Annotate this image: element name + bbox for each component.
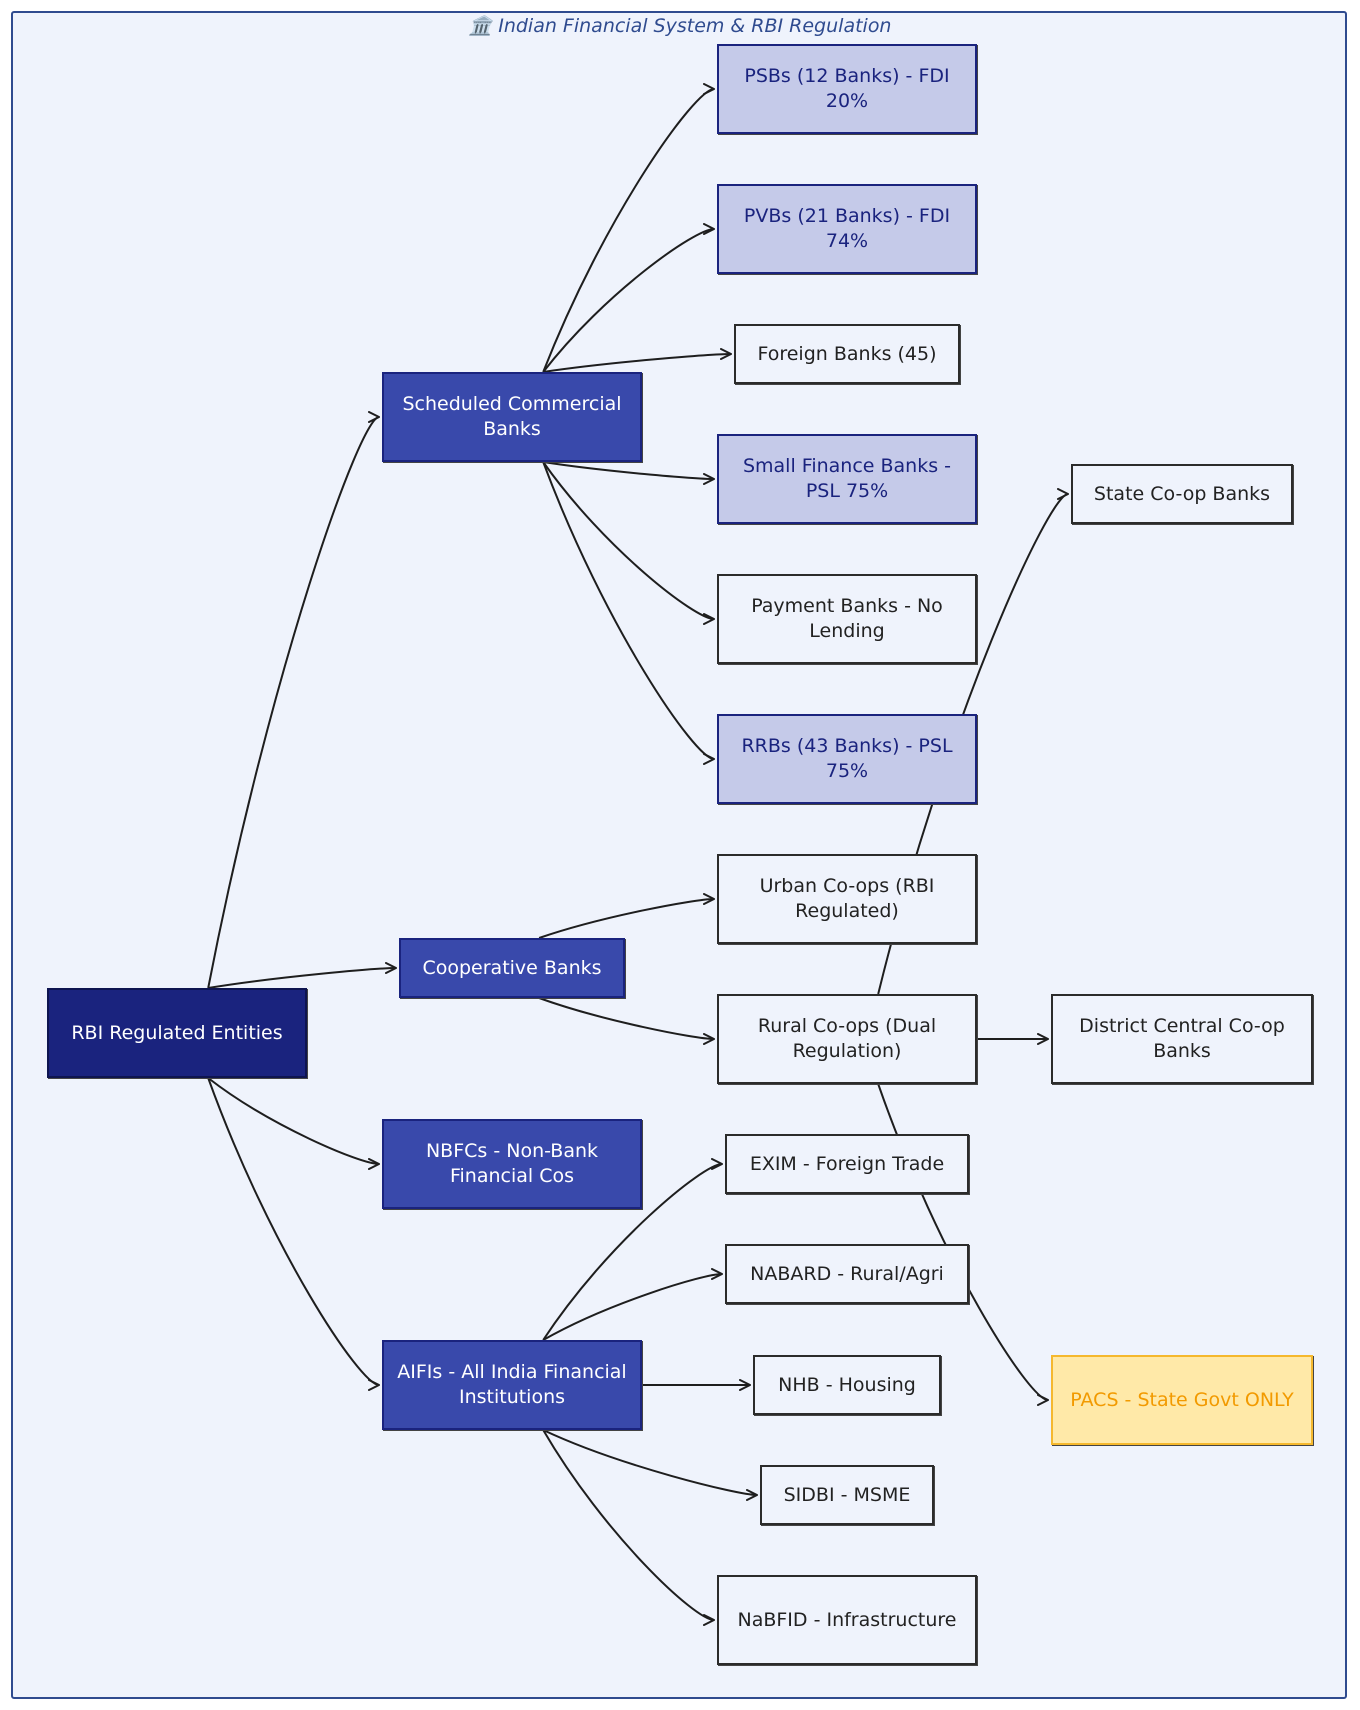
edge-rbi-to-coop <box>208 962 397 989</box>
node-scheduled-commercial-banks[interactable]: Scheduled Commercial Banks <box>382 372 642 462</box>
edge-rbi-to-scb <box>207 411 380 989</box>
node-cooperative-banks[interactable]: Cooperative Banks <box>399 938 625 998</box>
diagram-title: 🏛️ Indian Financial System & RBI Regulat… <box>468 15 892 37</box>
edge-coop-to-rural <box>538 997 715 1045</box>
edge-aifi-to-nabard <box>542 1268 723 1341</box>
edge-rbi-to-aifi <box>207 1077 380 1391</box>
node-nbfcs[interactable]: NBFCs - Non-Bank Financial Cos <box>382 1119 642 1209</box>
node-payment-banks[interactable]: Payment Banks - No Lending <box>717 574 977 664</box>
edge-aifi-to-nabfid <box>542 1429 715 1626</box>
node-small-finance-banks[interactable]: Small Finance Banks - PSL 75% <box>717 434 977 524</box>
edge-aifi-to-sidbi <box>542 1429 758 1501</box>
node-nabard[interactable]: NABARD - Rural/Agri <box>725 1244 969 1304</box>
node-aifis[interactable]: AIFIs - All India Financial Institutions <box>382 1340 642 1430</box>
node-psbs[interactable]: PSBs (12 Banks) - FDI 20% <box>717 44 977 134</box>
edge-scb-to-psb <box>542 83 715 373</box>
node-rbi-regulated-entities[interactable]: RBI Regulated Entities <box>47 988 307 1078</box>
node-district-central-co-op-banks[interactable]: District Central Co-op Banks <box>1051 994 1313 1084</box>
node-nabfid[interactable]: NaBFID - Infrastructure <box>717 1575 977 1665</box>
node-foreign-banks[interactable]: Foreign Banks (45) <box>734 324 960 384</box>
node-pacs[interactable]: PACS - State Govt ONLY <box>1051 1355 1313 1445</box>
edge-scb-to-rrb <box>542 461 715 765</box>
edge-coop-to-urban <box>538 893 715 939</box>
node-exim[interactable]: EXIM - Foreign Trade <box>725 1134 969 1194</box>
edge-rbi-to-nbfc <box>207 1077 380 1170</box>
node-pvbs[interactable]: PVBs (21 Banks) - FDI 74% <box>717 184 977 274</box>
node-sidbi[interactable]: SIDBI - MSME <box>760 1465 934 1525</box>
node-rrbs[interactable]: RRBs (43 Banks) - PSL 75% <box>717 714 977 804</box>
edge-rural-to-pacs <box>877 1083 1049 1406</box>
edge-scb-to-foreign <box>543 348 732 373</box>
edge-scb-to-payment <box>542 461 715 625</box>
edge-scb-to-sfb <box>543 461 715 485</box>
node-urban-co-ops[interactable]: Urban Co-ops (RBI Regulated) <box>717 854 977 944</box>
node-rural-co-ops[interactable]: Rural Co-ops (Dual Regulation) <box>717 994 977 1084</box>
node-state-co-op-banks[interactable]: State Co-op Banks <box>1071 464 1293 524</box>
node-nhb[interactable]: NHB - Housing <box>753 1355 941 1415</box>
edge-aifi-to-exim <box>542 1158 723 1341</box>
edge-scb-to-pvb <box>542 223 715 373</box>
